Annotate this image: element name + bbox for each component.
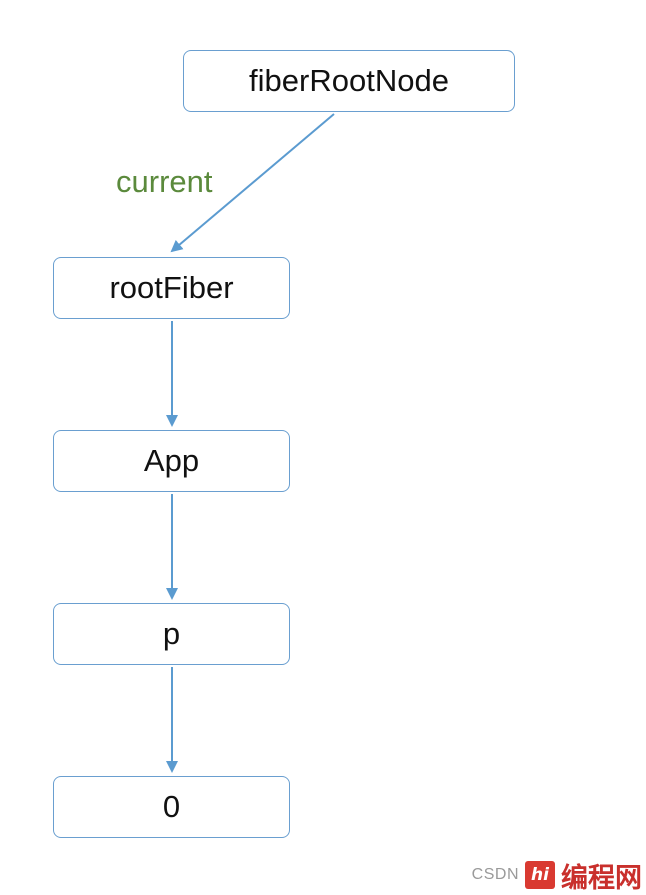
node-root-fiber-label: rootFiber <box>109 270 234 305</box>
edge-label-current: current <box>116 164 213 199</box>
edge-fiberrootnode-to-rootfiber <box>170 113 335 253</box>
node-root-fiber: rootFiber <box>53 257 290 319</box>
node-zero: 0 <box>53 776 290 838</box>
node-fiber-root-node-label: fiberRootNode <box>249 63 449 98</box>
watermark-site-name: 编程网 <box>561 862 642 894</box>
node-zero-label: 0 <box>162 789 181 824</box>
node-app: App <box>53 430 290 492</box>
node-app-label: App <box>143 443 200 478</box>
node-fiber-root-node: fiberRootNode <box>183 50 515 112</box>
node-p-label: p <box>162 616 181 651</box>
site-logo-icon: hi <box>525 861 555 889</box>
watermark-source-text: CSDN <box>471 866 519 883</box>
node-p: p <box>53 603 290 665</box>
watermark: CSDN hi 编程网 <box>471 860 642 894</box>
